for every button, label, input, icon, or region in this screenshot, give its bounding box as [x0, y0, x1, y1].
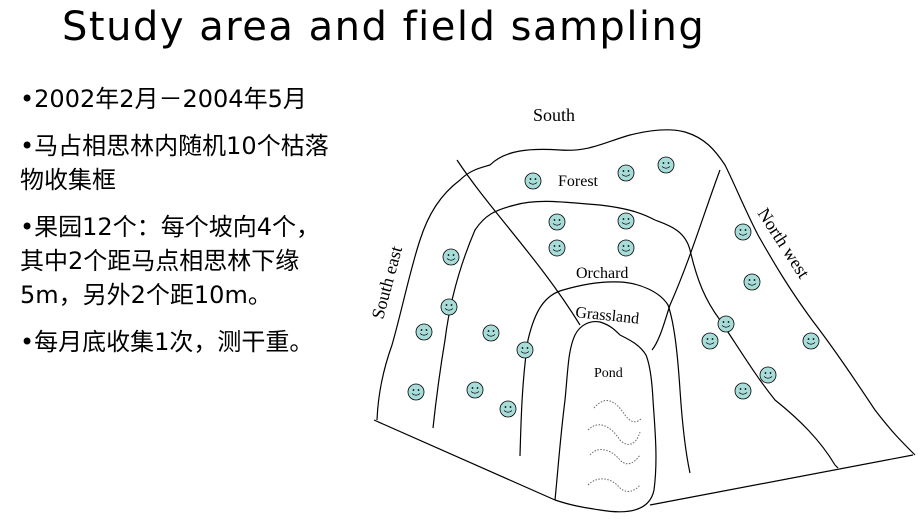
smiley-face-icon	[499, 400, 517, 418]
bottom-left-edge	[373, 419, 556, 501]
smiley-face-icon	[407, 383, 425, 401]
label-south: South	[533, 105, 575, 125]
smiley-face-icon	[516, 341, 534, 359]
label-grassland: Grassland	[575, 304, 640, 328]
pond-boundary	[554, 320, 657, 513]
smiley-face-icon	[802, 332, 820, 350]
smiley-face-icon	[617, 212, 635, 230]
label-orchard: Orchard	[576, 265, 628, 282]
water-ripples	[587, 400, 643, 492]
outer-boundary	[376, 129, 916, 456]
smiley-face-icon	[743, 273, 761, 291]
bullet-item: •2002年2月－2004年5月	[20, 85, 307, 113]
smiley-face-icon	[548, 213, 566, 231]
smiley-face-icon	[466, 381, 484, 399]
bullet-item: •果园12个：每个坡向4个，其中2个距马点相思林下缘5m，另外2个距10m。	[20, 213, 320, 309]
smiley-face-icon	[759, 366, 777, 384]
northwest-divider	[651, 169, 721, 351]
smiley-face-icon	[717, 315, 735, 333]
smiley-face-icon	[548, 239, 566, 257]
bullet-item: •马占相思林内随机10个枯落物收集框	[20, 132, 329, 194]
southeast-divider	[456, 159, 581, 326]
smiley-face-icon	[482, 324, 500, 342]
smiley-face-icon	[440, 298, 458, 316]
sampling-markers	[407, 156, 820, 418]
bullet-item: •每月底收集1次，测干重。	[20, 328, 314, 356]
smiley-face-icon	[734, 223, 752, 241]
smiley-face-icon	[657, 156, 675, 174]
smiley-face-icon	[524, 172, 542, 190]
smiley-face-icon	[415, 323, 433, 341]
smiley-face-icon	[617, 164, 635, 182]
arrow-line	[834, 464, 839, 469]
orchard-boundary	[432, 200, 836, 466]
label-south-east: South east	[368, 244, 407, 321]
smiley-face-icon	[617, 239, 635, 257]
label-forest: Forest	[558, 173, 599, 190]
smiley-face-icon	[701, 332, 719, 350]
bullet-list: •2002年2月－2004年5月 •马占相思林内随机10个枯落物收集框 •果园1…	[20, 82, 340, 372]
smiley-face-icon	[442, 248, 460, 266]
slide-title: Study area and field sampling	[62, 4, 706, 50]
label-pond: Pond	[594, 366, 623, 381]
bottom-right-edge	[649, 454, 914, 506]
smiley-face-icon	[734, 382, 752, 400]
